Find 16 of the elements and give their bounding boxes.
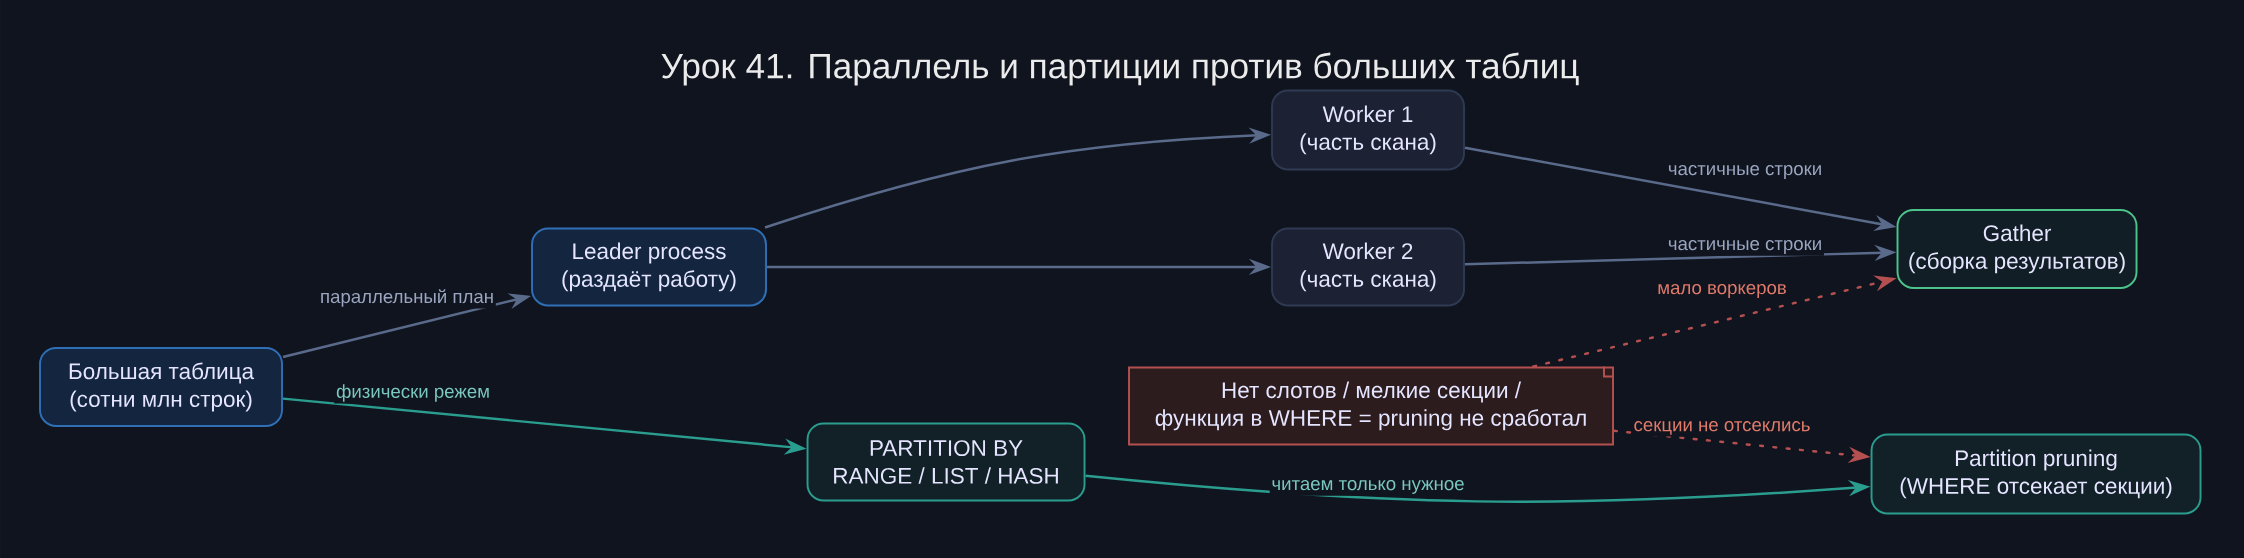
edge-label: мало воркеров bbox=[1655, 282, 1789, 300]
process-box: PARTITION BY RANGE / LIST / HASH bbox=[806, 422, 1086, 502]
process-box: Gather (сборка результатов) bbox=[1896, 209, 2138, 289]
edge-label: параллельный план bbox=[318, 287, 496, 309]
process-box: Worker 2 (часть скана) bbox=[1271, 227, 1465, 307]
note-box: Нет слотов / мелкие секции / функция в WHERE = pruning не сработал bbox=[1128, 365, 1615, 446]
edge-label: частичные строки bbox=[1666, 238, 1824, 256]
title: Урок 41. Параллель и партиции против больших таблиц bbox=[661, 52, 1579, 86]
edge-label: читаем только нужное bbox=[1269, 478, 1467, 496]
process-box: Partition pruning (WHERE отсекает секции) bbox=[1870, 433, 2202, 515]
edge-label: частичные строки bbox=[1666, 163, 1824, 181]
process-box: Большая таблица (сотни млн строк) bbox=[39, 347, 283, 427]
process-box: Worker 1 (часть скана) bbox=[1271, 89, 1465, 171]
edge-label: секции не отсеклись bbox=[1631, 419, 1813, 437]
process-box: Leader process (раздаёт работу) bbox=[531, 227, 767, 307]
edge-label: физически режем bbox=[334, 382, 492, 404]
